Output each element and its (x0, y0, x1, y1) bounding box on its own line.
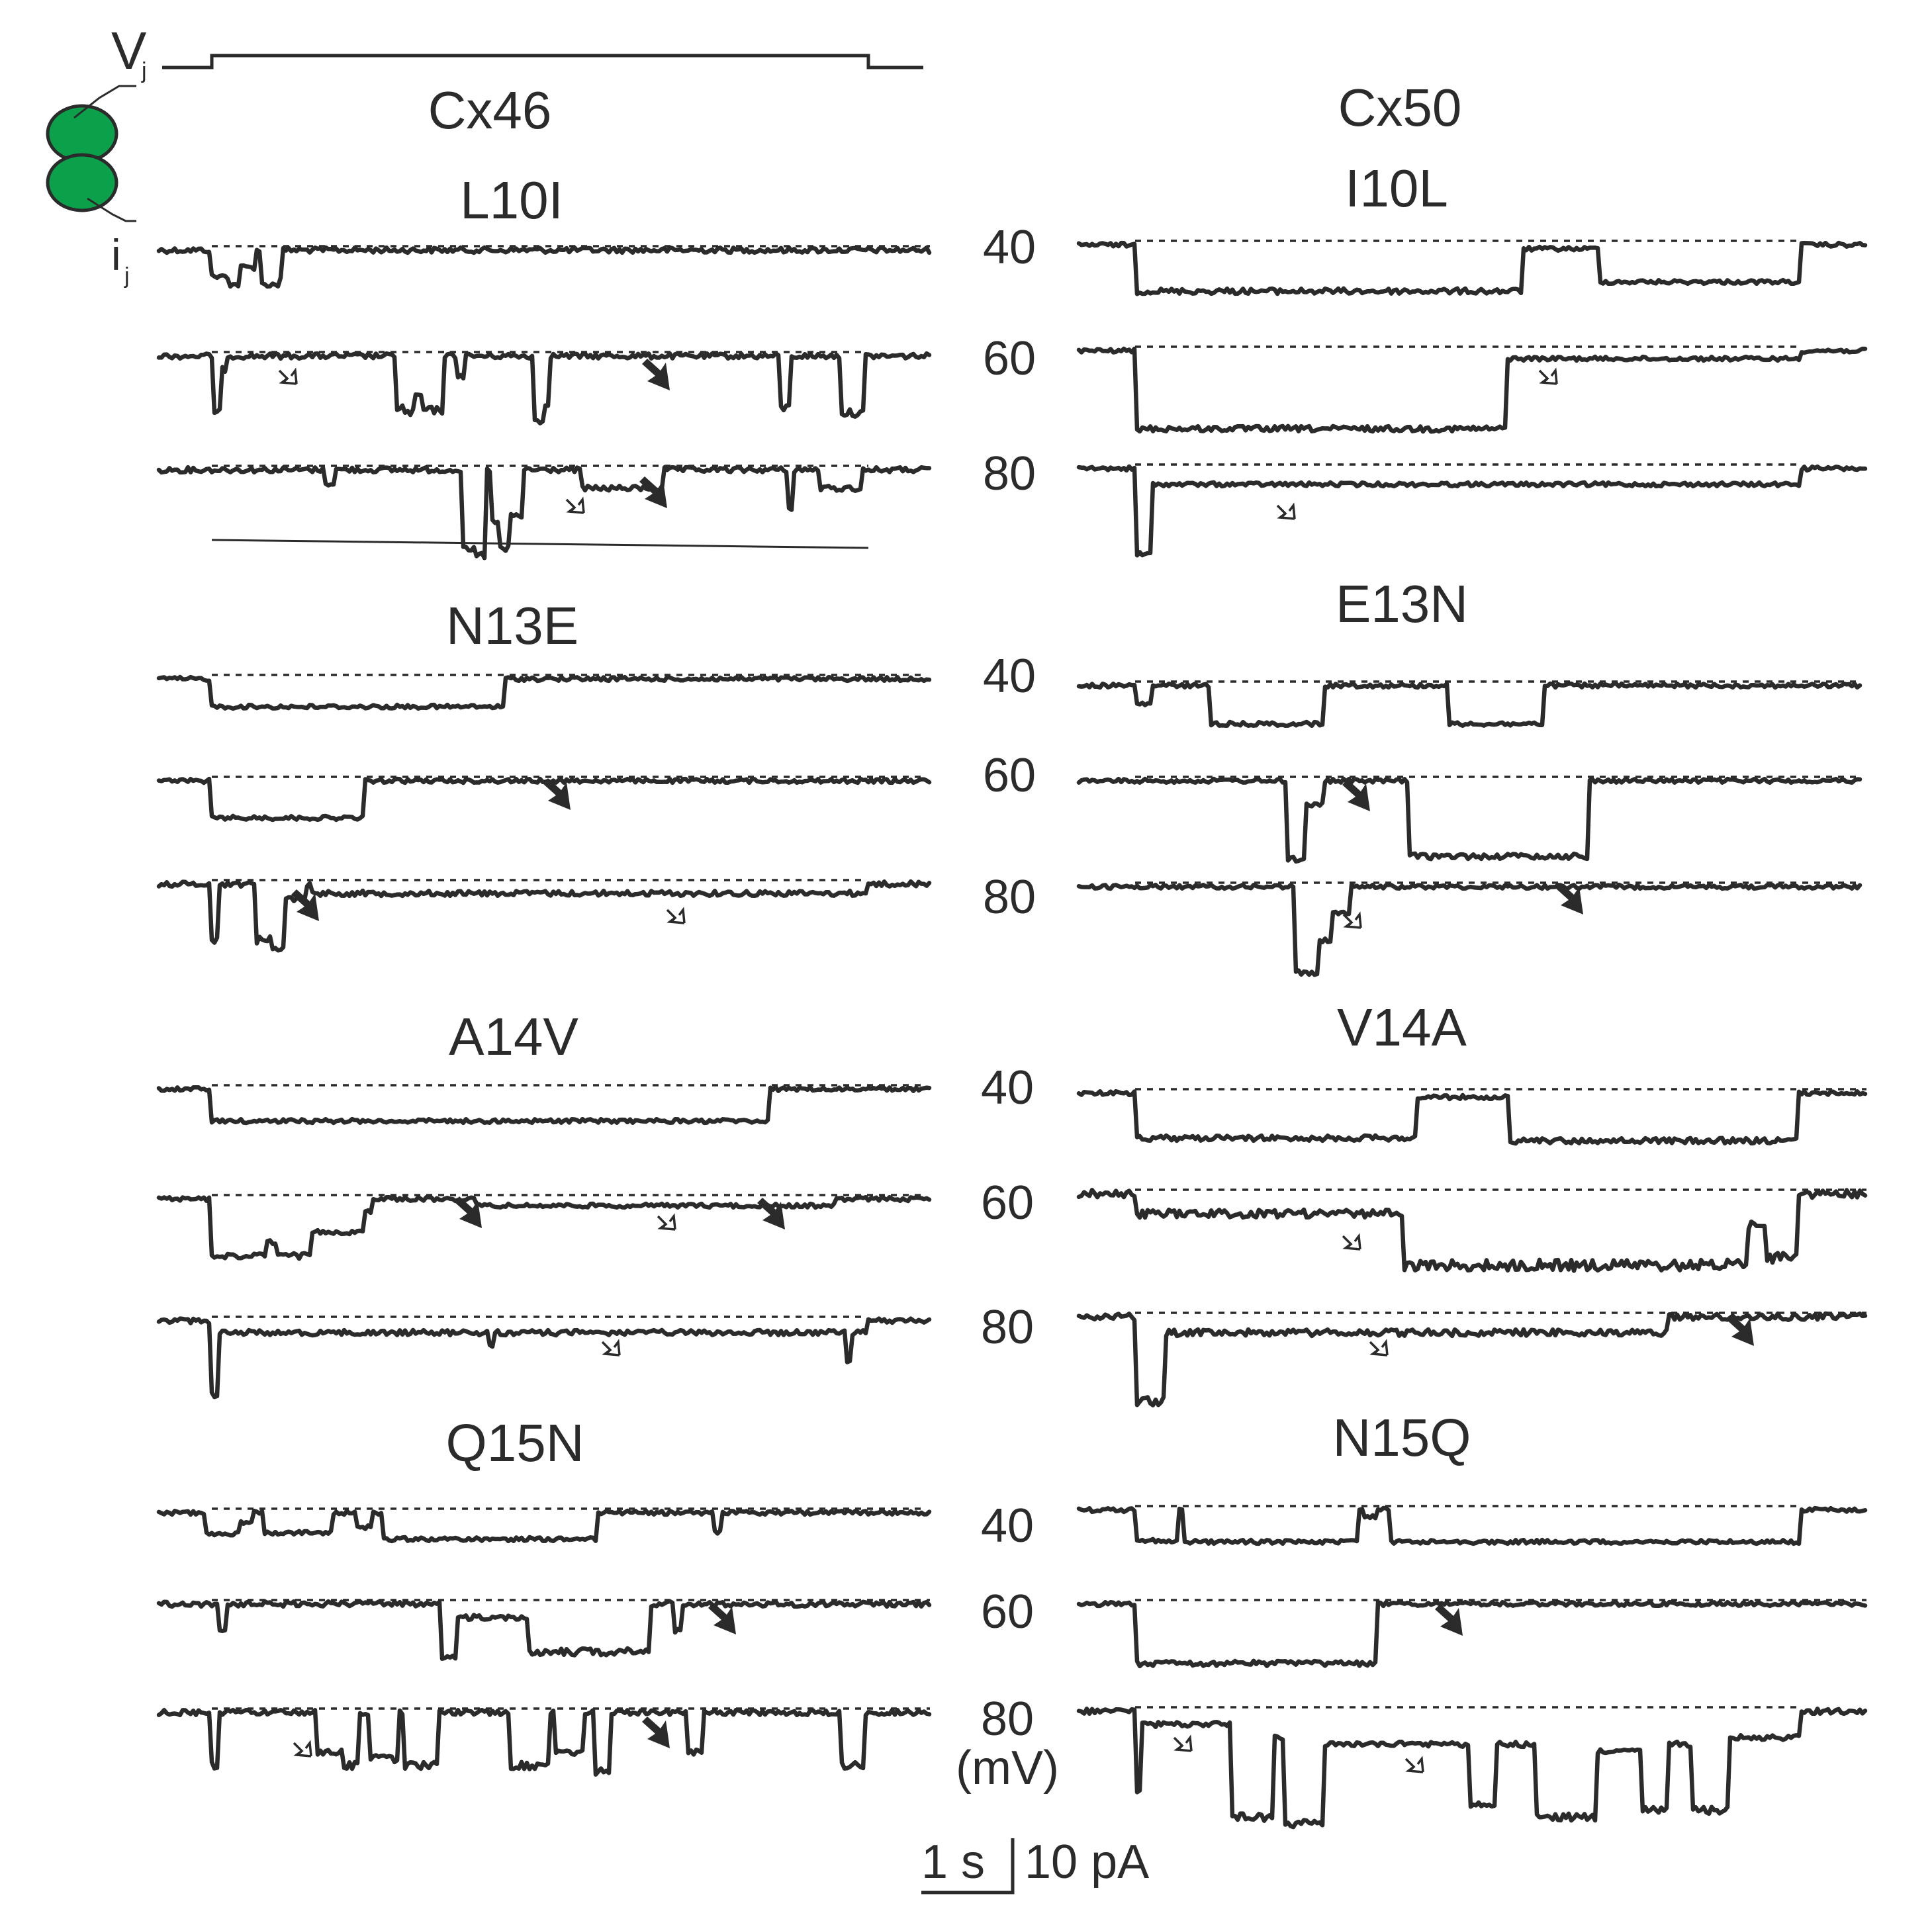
open-arrow-icon (1369, 1339, 1389, 1357)
open-arrow-icon (657, 1213, 676, 1231)
vj-label: V (111, 21, 147, 80)
current-trace (1076, 882, 1863, 977)
current-trace (156, 465, 932, 560)
mutant-title-n13e: N13E (446, 596, 578, 655)
filled-arrowhead-icon (1342, 780, 1370, 811)
current-trace (156, 674, 932, 711)
current-trace (1076, 1599, 1868, 1669)
current-trace (156, 1194, 932, 1261)
current-trace (156, 1508, 932, 1544)
voltage-label-80: 80 (981, 1693, 1034, 1746)
vj-subscript: j (141, 58, 147, 83)
current-trace (1076, 1505, 1868, 1546)
open-arrow-icon (1342, 911, 1362, 929)
open-arrow-icon (293, 1740, 312, 1758)
voltage-label-80: 80 (983, 447, 1036, 500)
filled-arrowhead-icon (1726, 1314, 1754, 1346)
scale-bar-lines (921, 1838, 1015, 1895)
voltage-label-40: 40 (983, 650, 1036, 703)
arrow-layer (278, 359, 1754, 1773)
open-arrow-icon (565, 496, 585, 514)
scale-time-label: 1 s (921, 1836, 985, 1889)
filled-arrowhead-icon (291, 889, 319, 921)
ij-label: i (111, 230, 121, 279)
mutant-title-a14v: A14V (449, 1007, 578, 1066)
current-trace (156, 351, 932, 425)
open-arrow-icon (1173, 1734, 1193, 1752)
filled-arrowhead-icon (543, 778, 571, 810)
voltage-label-40: 40 (981, 1499, 1034, 1552)
lower-cell-icon (46, 153, 118, 212)
voltage-label-60: 60 (983, 749, 1036, 802)
voltage-label-60: 60 (981, 1585, 1034, 1638)
lower-electrode-icon (87, 197, 136, 222)
column-title-cx46: Cx46 (428, 81, 552, 140)
mutant-title-i10l: I10L (1345, 159, 1448, 218)
current-trace (1076, 681, 1863, 729)
open-arrow-icon (1276, 502, 1296, 520)
scale-bar: 1 s 10 pA (921, 1836, 1149, 1895)
filled-arrowhead-icon (1555, 883, 1583, 914)
mutant-title-v14a: V14A (1337, 998, 1467, 1057)
current-trace (156, 1707, 932, 1777)
mutant-title-n15q: N15Q (1333, 1408, 1471, 1467)
open-arrow-icon (1404, 1756, 1424, 1773)
current-trace (1076, 464, 1868, 558)
current-trace (156, 776, 932, 823)
current-trace (156, 1316, 932, 1400)
current-trace (1076, 776, 1863, 864)
vj-step-protocol (162, 54, 923, 69)
filled-arrowhead-icon (642, 359, 670, 390)
open-arrow-icon (1342, 1233, 1361, 1251)
current-trace (156, 1085, 932, 1126)
current-trace (156, 1599, 932, 1662)
filled-arrowhead-icon (639, 476, 667, 508)
filled-arrowhead-icon (642, 1716, 670, 1748)
current-trace (1076, 1089, 1868, 1146)
upper-cell-icon (46, 104, 118, 163)
reference-line (211, 539, 869, 549)
filled-arrowhead-icon (454, 1196, 482, 1228)
mutant-title-l10i: L10I (460, 171, 563, 230)
current-trace (1076, 1188, 1868, 1273)
filled-arrowhead-icon (757, 1198, 785, 1229)
current-trace (156, 245, 932, 289)
scale-current-label: 10 pA (1025, 1836, 1149, 1889)
vj-protocol: V j (111, 21, 923, 83)
mutant-title-e13n: E13N (1336, 574, 1468, 633)
current-trace (1076, 1706, 1868, 1830)
open-arrow-icon (1538, 367, 1558, 385)
voltage-label-40: 40 (981, 1061, 1034, 1114)
voltage-label-40: 40 (983, 221, 1036, 274)
upper-electrode-icon (73, 85, 136, 119)
voltage-label-60: 60 (981, 1177, 1034, 1229)
column-title-cx50: Cx50 (1338, 78, 1462, 137)
current-trace (1076, 240, 1868, 296)
current-trace (1076, 346, 1868, 434)
ij-subscript: j (124, 263, 130, 289)
voltage-label-60: 60 (983, 332, 1036, 385)
voltage-labels: 40 60 80 40 60 80 40 60 80 40 60 80 (mV) (956, 221, 1059, 1795)
voltage-label-80: 80 (983, 871, 1036, 924)
open-arrow-icon (601, 1339, 621, 1357)
filled-arrowhead-icon (708, 1603, 736, 1634)
voltage-label-80: 80 (981, 1301, 1034, 1354)
trace-layer (156, 240, 1868, 1830)
cell-pair-icon (46, 85, 136, 222)
open-arrow-icon (278, 367, 298, 385)
current-trace (156, 879, 932, 953)
open-arrow-icon (666, 907, 686, 924)
baseline-layer (212, 240, 1866, 1710)
filled-arrowhead-icon (1435, 1604, 1463, 1636)
voltage-unit-label: (mV) (956, 1742, 1059, 1795)
mutant-title-q15n: Q15N (446, 1413, 584, 1472)
